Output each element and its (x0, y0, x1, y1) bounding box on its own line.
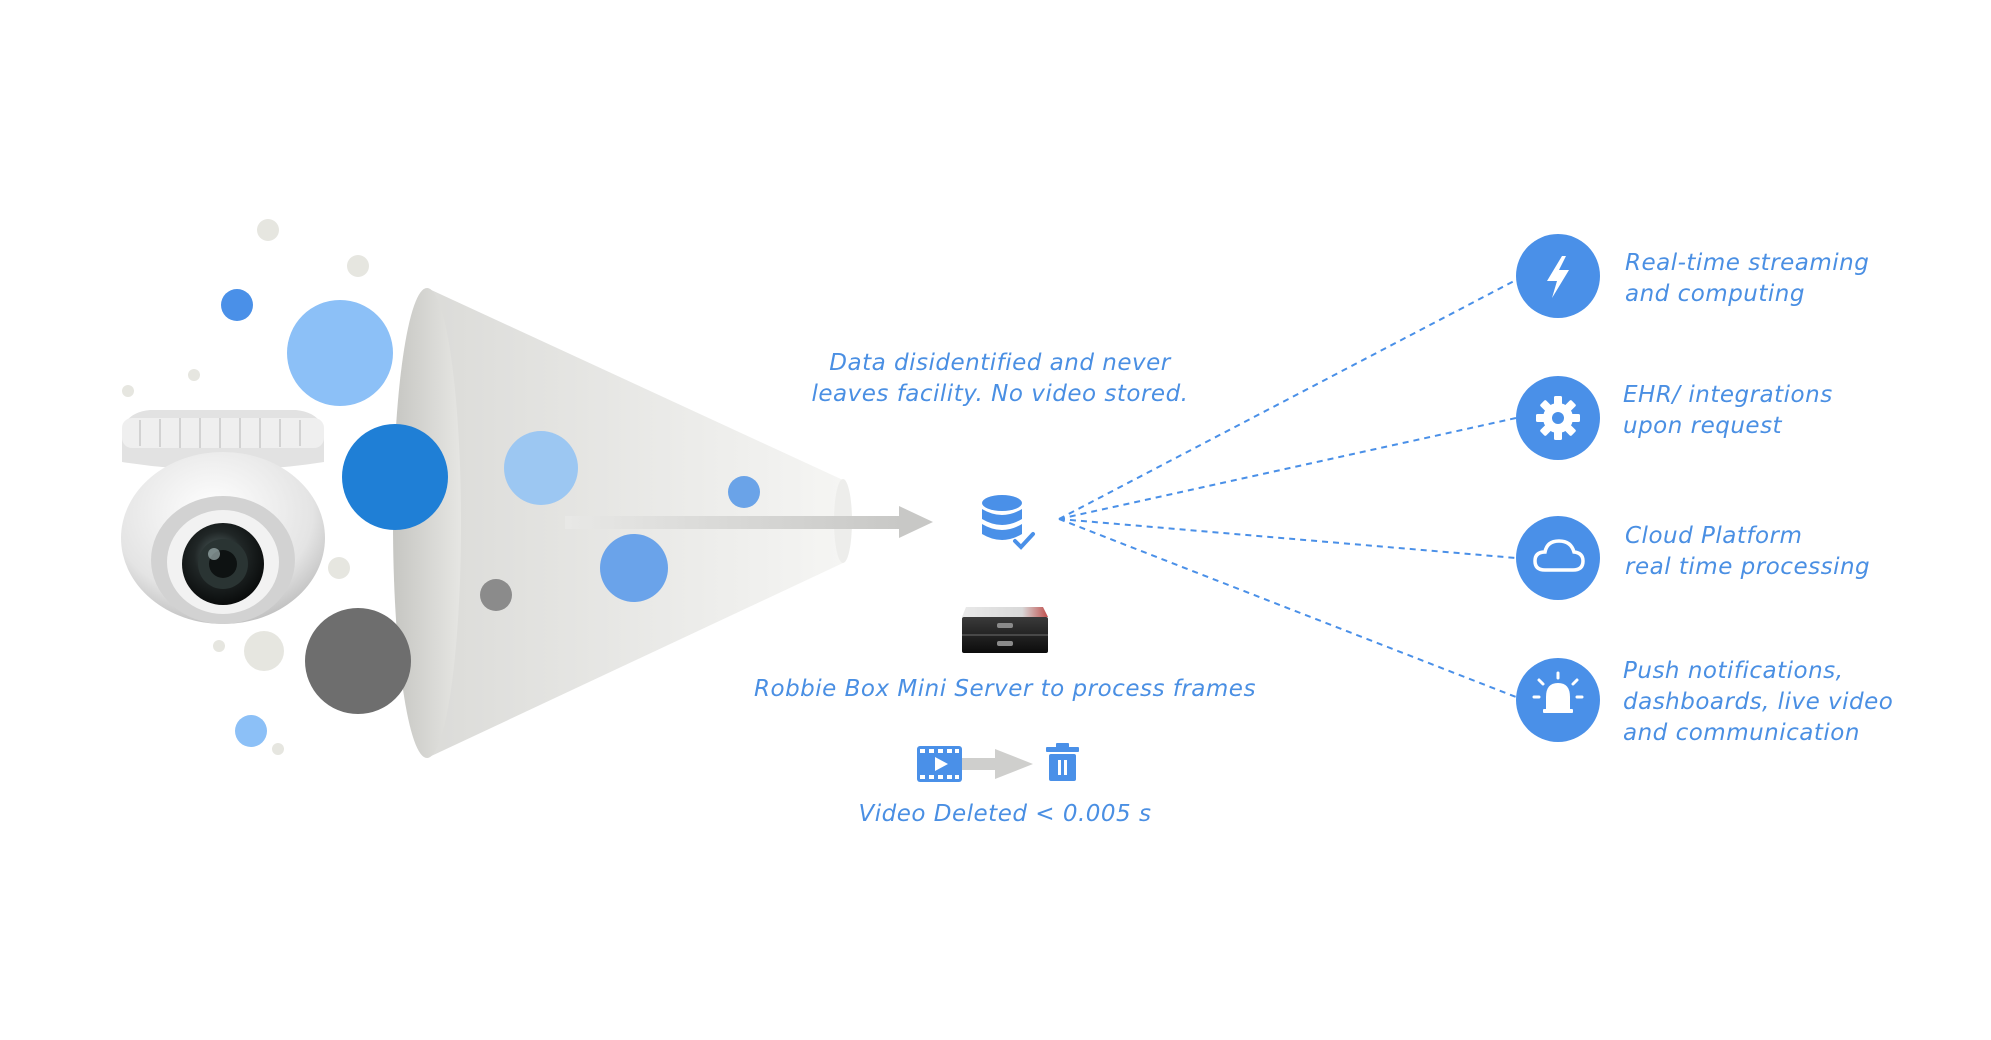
gear-icon (1536, 396, 1580, 440)
server-box-icon (962, 607, 1048, 653)
connector-lines (1058, 279, 1517, 698)
data-particles (122, 219, 760, 755)
database-check-icon (982, 495, 1035, 550)
output-label-notifications: Push notifications, dashboards, live vid… (1623, 658, 1894, 746)
output-label-streaming: Real-time streaming and computing (1625, 250, 1870, 307)
output-item-cloud (1516, 516, 1600, 600)
output-item-notifications (1516, 658, 1600, 742)
output-label-ehr: EHR/ integrations upon request (1623, 382, 1833, 439)
output-item-ehr (1516, 376, 1600, 460)
security-camera (121, 410, 325, 624)
output-item-streaming (1516, 234, 1600, 318)
server-label: Robbie Box Mini Server to process frames (754, 676, 1256, 702)
cloud-icon (1533, 539, 1585, 572)
flow-arrow (565, 506, 933, 538)
video-file-icon (917, 746, 962, 782)
delete-arrow (962, 749, 1033, 779)
lightning-icon (1547, 256, 1569, 298)
output-label-cloud: Cloud Platform real time processing (1625, 523, 1871, 580)
data-privacy-note: Data disidentified and never leaves faci… (811, 350, 1189, 407)
trash-icon (1046, 743, 1079, 781)
alarm-bell-icon (1532, 671, 1584, 713)
video-deleted-label: Video Deleted < 0.005 s (858, 801, 1152, 827)
